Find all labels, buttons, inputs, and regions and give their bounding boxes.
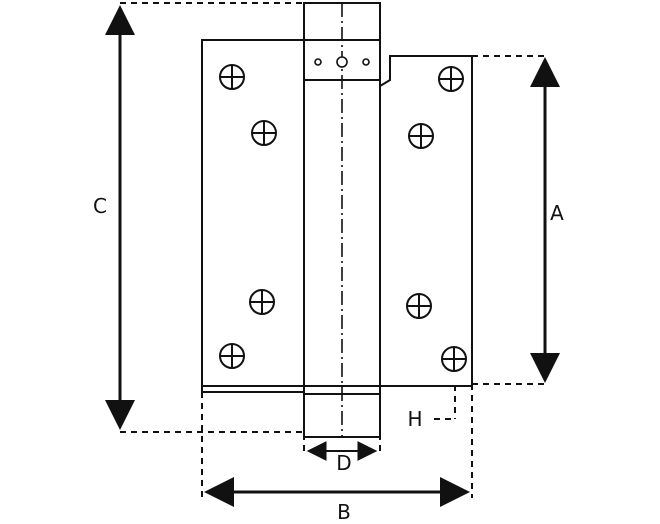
hinge-body	[201, 2, 473, 438]
collar-holes	[314, 56, 370, 68]
screw-hole-icon	[406, 293, 432, 319]
screw-hole-icon	[441, 346, 467, 372]
collar-hole-icon	[314, 58, 322, 66]
dimension-label-a: A	[550, 201, 564, 225]
barrel	[303, 2, 381, 438]
screw-hole-icon	[219, 64, 245, 90]
screw-hole-icon	[249, 289, 275, 315]
extension-lines	[120, 2, 548, 498]
right-leaf	[379, 55, 473, 387]
screw-hole-icon	[251, 120, 277, 146]
dimension-label-c: C	[93, 194, 107, 218]
left-leaf	[201, 39, 305, 393]
screw-holes	[219, 64, 467, 372]
collar-hole-icon	[362, 58, 370, 66]
collar-hole-icon	[336, 56, 348, 68]
screw-hole-icon	[438, 66, 464, 92]
dimension-label-b: B	[337, 500, 351, 524]
screw-hole-icon	[408, 123, 434, 149]
screw-hole-icon	[219, 343, 245, 369]
dimension-label-h: H	[407, 407, 422, 431]
dimension-label-d: D	[336, 451, 351, 475]
dimension-arrows	[105, 4, 560, 507]
